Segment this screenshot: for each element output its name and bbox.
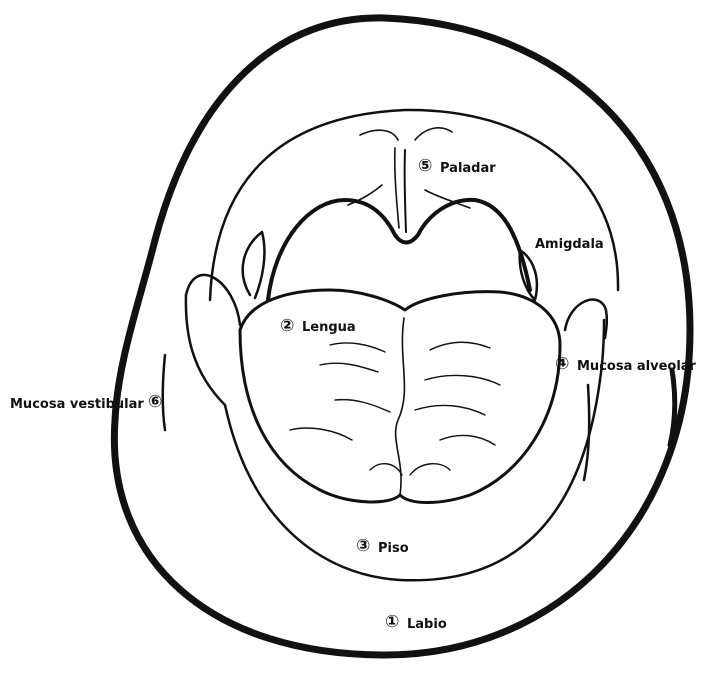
palate-outline xyxy=(268,200,530,300)
alveolar-mucosa-number: ④ xyxy=(555,356,569,373)
vestibular-mucosa-number: ⑥ xyxy=(148,394,162,411)
floor-label: Piso xyxy=(378,542,409,555)
inner-mouth-lower-outline xyxy=(225,380,600,580)
palate-number: ⑤ xyxy=(418,158,432,175)
left-tonsil xyxy=(243,232,265,298)
lip-label: Labio xyxy=(407,618,447,631)
vestibular-mucosa-label: Mucosa vestibular xyxy=(10,398,144,411)
palate-label: Paladar xyxy=(440,162,496,175)
tongue-label: Lengua xyxy=(302,321,356,334)
lip-number: ① xyxy=(385,614,399,631)
tonsil-label: Amigdala xyxy=(535,238,604,251)
alveolar-mucosa-label: Mucosa alveolar xyxy=(577,360,696,373)
tongue-number: ② xyxy=(280,318,294,335)
inner-mouth-outline xyxy=(210,110,618,300)
floor-number: ③ xyxy=(356,538,370,555)
